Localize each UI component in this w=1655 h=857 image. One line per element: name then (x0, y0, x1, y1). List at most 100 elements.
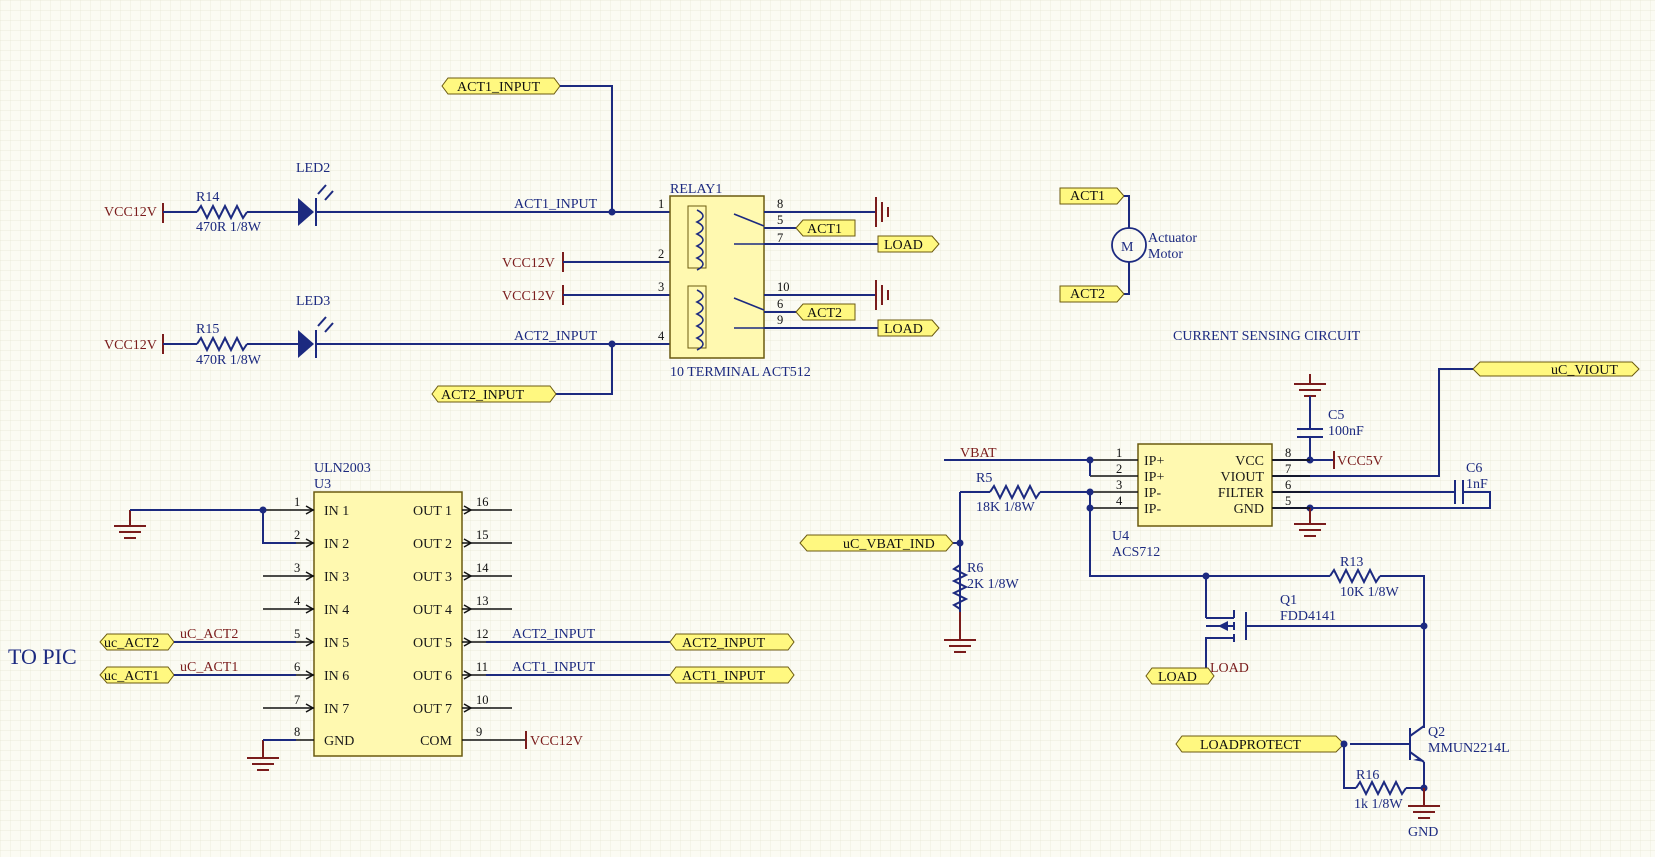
port-act2-relay[interactable]: ACT2 (795, 303, 856, 321)
port-load-relay2[interactable]: LOAD (877, 319, 940, 337)
ground-relay-pin10 (875, 280, 889, 310)
vcc5v-supply: VCC5V (1333, 451, 1383, 469)
resistor-r6: R6 2K 1/8W (951, 561, 1020, 610)
svg-text:R16: R16 (1356, 768, 1379, 783)
svg-text:Q2: Q2 (1428, 725, 1445, 740)
svg-text:7: 7 (777, 231, 783, 245)
svg-text:VCC12V: VCC12V (104, 205, 157, 220)
uln-pin-number: 4 (294, 594, 301, 608)
port-act1-relay[interactable]: ACT1 (795, 219, 856, 237)
svg-text:uC_VIOUT: uC_VIOUT (1551, 363, 1618, 378)
resistor-r15: R15 470R 1/8W (196, 322, 262, 368)
uln-pin-number: 8 (294, 725, 300, 739)
svg-text:2: 2 (658, 247, 664, 261)
acs712-pin-number: 4 (1116, 494, 1123, 508)
svg-text:VCC5V: VCC5V (1337, 454, 1383, 469)
uln-pin-label: IN 4 (324, 603, 349, 618)
svg-text:ACT1_INPUT: ACT1_INPUT (682, 669, 766, 684)
port-act1-input-uln[interactable]: ACT1_INPUT (669, 666, 795, 684)
svg-text:ACT1_INPUT: ACT1_INPUT (512, 660, 596, 675)
port-uc-act1[interactable]: uc_ACT1 (99, 666, 175, 684)
uln-pin-number: 2 (294, 528, 300, 542)
port-act2-input-uln[interactable]: ACT2_INPUT (669, 633, 795, 651)
ground-r6 (944, 612, 976, 653)
svg-text:1k 1/8W: 1k 1/8W (1354, 797, 1403, 812)
uln-output-arrow (463, 703, 473, 713)
svg-text:U4: U4 (1112, 529, 1129, 544)
uln-pin-label: COM (420, 734, 452, 749)
port-load-q1[interactable]: LOAD (1145, 667, 1215, 685)
svg-text:LOADPROTECT: LOADPROTECT (1200, 738, 1302, 753)
svg-text:C5: C5 (1328, 408, 1344, 423)
svg-text:RELAY1: RELAY1 (670, 182, 722, 197)
svg-text:U3: U3 (314, 477, 331, 492)
uln-output-arrow (463, 670, 473, 680)
svg-text:M: M (1121, 240, 1134, 255)
svg-text:10: 10 (777, 280, 790, 294)
svg-text:18K 1/8W: 18K 1/8W (976, 500, 1036, 515)
svg-text:8: 8 (777, 197, 783, 211)
svg-text:ACT2: ACT2 (1070, 287, 1105, 302)
uln-pin-label: IN 3 (324, 570, 349, 585)
acs712-pin-label: VIOUT (1220, 470, 1264, 485)
acs712-pin-label: GND (1234, 502, 1264, 517)
svg-text:LOAD: LOAD (884, 238, 923, 253)
svg-text:6: 6 (777, 297, 783, 311)
resistor-r13: R13 10K 1/8W (1329, 555, 1400, 600)
acs712-pin-number: 1 (1116, 446, 1122, 460)
uln-pin-number: 6 (294, 660, 300, 674)
port-uc-act2[interactable]: uc_ACT2 (99, 633, 175, 651)
uln-input-arrow (305, 571, 315, 581)
port-act1-input-top[interactable]: ACT1_INPUT (441, 77, 561, 95)
current-sensing-title: CURRENT SENSING CIRCUIT (1173, 329, 1361, 344)
resistor-r16: R16 1k 1/8W (1354, 768, 1407, 812)
acs712-pin-label: IP+ (1144, 470, 1164, 485)
port-act2-input-bottom[interactable]: ACT2_INPUT (431, 385, 557, 403)
uln-pin-label: OUT 6 (413, 669, 452, 684)
vbat-net-label: VBAT (960, 446, 997, 461)
svg-text:uC_VBAT_IND: uC_VBAT_IND (843, 537, 935, 552)
vcc12v-relay-pin2: VCC12V (502, 252, 670, 272)
port-loadprotect[interactable]: LOADPROTECT (1175, 735, 1345, 753)
net-label-act2-input: ACT2_INPUT (514, 329, 598, 344)
relay-section: ACT1_INPUT VCC12V R14 470R 1/8W LED2 ACT… (104, 77, 940, 403)
uln-input-arrow (305, 505, 315, 515)
led2: LED2 (296, 161, 334, 226)
acs712-pin-number: 6 (1285, 478, 1291, 492)
svg-text:ACT2: ACT2 (807, 306, 842, 321)
svg-text:10K 1/8W: 10K 1/8W (1340, 585, 1400, 600)
uln2003-body (313, 491, 463, 757)
svg-text:ACT2_INPUT: ACT2_INPUT (512, 627, 596, 642)
port-act2-motor[interactable]: ACT2 (1059, 285, 1125, 303)
svg-text:VCC12V: VCC12V (502, 289, 555, 304)
svg-text:1nF: 1nF (1466, 477, 1488, 492)
port-load-relay1[interactable]: LOAD (877, 235, 940, 253)
vcc12v-relay-pin3: VCC12V (502, 285, 670, 305)
acs712-pin-label: IP- (1144, 502, 1161, 517)
uln-pin-number: 7 (294, 693, 300, 707)
uln-pin-label: IN 7 (324, 702, 349, 717)
svg-text:5: 5 (777, 213, 783, 227)
current-sensing-section: CURRENT SENSING CIRCUIT uC_VIOUT C5 100n… (799, 329, 1640, 840)
uln-pin-label: GND (324, 734, 354, 749)
uln-input-arrow (305, 670, 315, 680)
ground-uln-inputs (114, 510, 146, 539)
wire-act2-input-vertical (556, 344, 613, 395)
svg-text:R6: R6 (967, 561, 983, 576)
actuator-motor: ACT1 M Actuator Motor ACT2 (1059, 187, 1197, 303)
port-uc-viout[interactable]: uC_VIOUT (1472, 361, 1640, 378)
svg-text:R14: R14 (196, 190, 219, 205)
net-label-act1-input: ACT1_INPUT (514, 197, 598, 212)
uln-pin-number: 16 (476, 495, 489, 509)
svg-text:10 TERMINAL ACT512: 10 TERMINAL ACT512 (670, 365, 811, 380)
acs712-pin-number: 8 (1285, 446, 1291, 460)
svg-text:ACT2_INPUT: ACT2_INPUT (441, 388, 525, 403)
ground-relay-pin8 (875, 197, 889, 227)
port-uc-vbat-ind[interactable]: uC_VBAT_IND (799, 534, 954, 552)
port-act1-motor[interactable]: ACT1 (1059, 187, 1125, 205)
uln-input-arrow (305, 637, 315, 647)
svg-text:uC_ACT2: uC_ACT2 (180, 627, 238, 642)
